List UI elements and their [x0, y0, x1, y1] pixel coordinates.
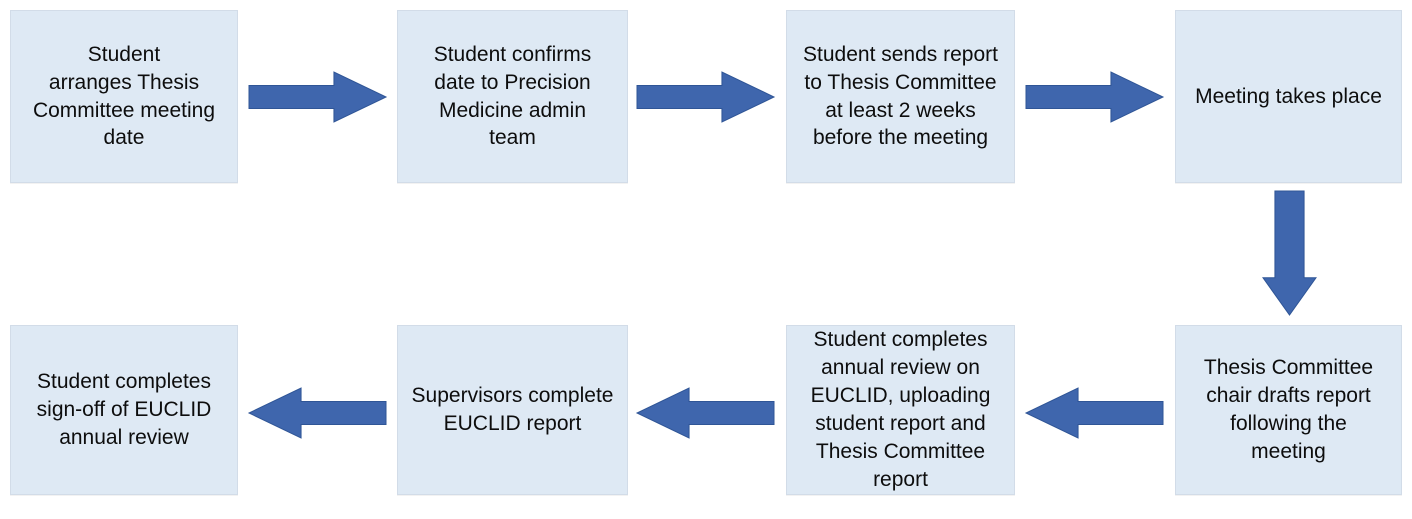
arrow-left-node6-to-node7	[635, 387, 775, 439]
student-confirms-date-admin-team[interactable]: Student confirms date to Precision Medic…	[397, 10, 628, 183]
student-completes-annual-review-euclid-label: Student completes annual review on EUCLI…	[810, 328, 991, 491]
supervisors-complete-euclid-report[interactable]: Supervisors complete EUCLID report	[397, 325, 628, 495]
meeting-takes-place-label: Meeting takes place	[1195, 84, 1382, 108]
arrow-right-node3-to-node4	[1025, 71, 1165, 123]
arrow-right-node1-to-node2	[248, 71, 388, 123]
arrow-left-node7-to-node8-glyph	[247, 387, 387, 439]
arrow-right-node1-to-node2-glyph	[248, 71, 388, 123]
committee-chair-drafts-report[interactable]: Thesis Committee chair drafts report fol…	[1175, 325, 1402, 495]
arrow-left-node5-to-node6-glyph	[1024, 387, 1164, 439]
student-completes-sign-off[interactable]: Student completes sign-off of EUCLID ann…	[10, 325, 238, 495]
student-confirms-date-admin-team-label: Student confirms date to Precision Medic…	[433, 42, 592, 150]
arrow-right-node2-to-node3	[636, 71, 776, 123]
committee-chair-drafts-report-label: Thesis Committee chair drafts report fol…	[1203, 356, 1374, 463]
student-arranges-meeting-date[interactable]: Student arranges Thesis Committee meetin…	[10, 10, 238, 183]
arrow-left-node7-to-node8	[247, 387, 387, 439]
student-arranges-meeting-date-label: Student arranges Thesis Committee meetin…	[32, 42, 216, 150]
arrow-down-node4-to-node5-glyph	[1262, 190, 1317, 316]
student-completes-annual-review-euclid[interactable]: Student completes annual review on EUCLI…	[786, 325, 1015, 495]
student-sends-report-to-committee[interactable]: Student sends report to Thesis Committee…	[786, 10, 1015, 183]
student-sends-report-to-committee-label: Student sends report to Thesis Committee…	[803, 42, 998, 150]
student-completes-sign-off-label: Student completes sign-off of EUCLID ann…	[36, 370, 212, 449]
arrow-left-node5-to-node6	[1024, 387, 1164, 439]
meeting-takes-place[interactable]: Meeting takes place	[1175, 10, 1402, 183]
supervisors-complete-euclid-report-label: Supervisors complete EUCLID report	[411, 384, 614, 435]
arrow-down-node4-to-node5	[1262, 190, 1317, 316]
arrow-right-node2-to-node3-glyph	[636, 71, 776, 123]
arrow-right-node3-to-node4-glyph	[1025, 71, 1165, 123]
arrow-left-node6-to-node7-glyph	[635, 387, 775, 439]
